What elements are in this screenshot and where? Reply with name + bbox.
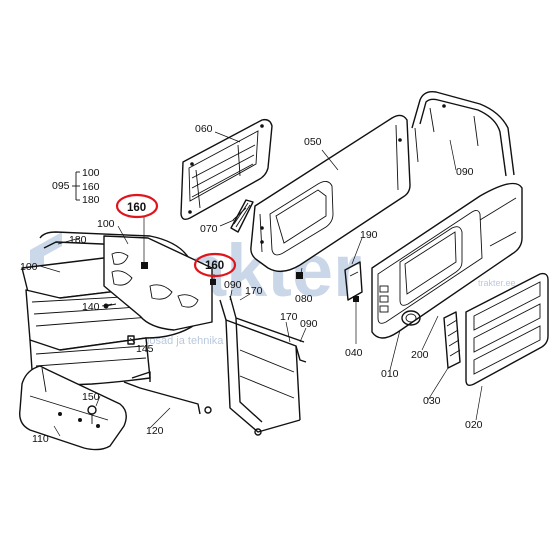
part-labels: 060 050 090 070 190 080 040 010 200 030 … — [20, 123, 483, 445]
part-010-right-panel — [371, 182, 523, 339]
part-150-fastener — [87, 405, 97, 424]
label-010: 010 — [381, 368, 399, 380]
label-160-right: 160 — [205, 260, 224, 272]
part-070-mesh — [230, 199, 254, 233]
part-080-bracket — [296, 272, 303, 279]
label-140: 140 — [82, 301, 100, 313]
label-030: 030 — [423, 395, 441, 407]
highlight-markers — [115, 193, 237, 278]
label-145: 145 — [136, 343, 154, 355]
label-070: 070 — [200, 223, 218, 235]
label-170-center: 170 — [245, 285, 263, 297]
part-190-bracket — [344, 261, 363, 301]
part-020-right-grille — [465, 272, 549, 387]
label-095: 095 — [52, 180, 70, 192]
watermark-url: trakter.ee — [478, 278, 516, 288]
group-095-bracket — [72, 171, 80, 201]
label-080: 080 — [295, 293, 313, 305]
label-group-180: 180 — [82, 194, 100, 206]
part-rear-frame — [411, 90, 515, 177]
label-060: 060 — [195, 123, 213, 135]
label-090-right: 090 — [456, 166, 474, 178]
part-050-side-panel — [250, 114, 411, 273]
label-040: 040 — [345, 347, 363, 359]
leader-lines — [39, 131, 483, 437]
label-180: 180 — [69, 234, 87, 246]
label-190: 190 — [360, 229, 378, 241]
label-170-lower: 170 — [280, 311, 298, 323]
label-090-lower: 090 — [300, 318, 318, 330]
part-110-bumper — [19, 365, 127, 451]
highlight-160-right — [193, 252, 237, 278]
label-130: 120 — [146, 425, 164, 437]
label-group-160: 160 — [82, 181, 100, 193]
label-200: 200 — [411, 349, 429, 361]
label-050: 050 — [304, 136, 322, 148]
part-120-front-plate — [103, 235, 216, 331]
part-130-rod — [123, 371, 201, 415]
part-040-clip — [353, 296, 359, 302]
part-060-grille — [180, 118, 273, 221]
part-145-clip — [127, 335, 135, 345]
part-030-mesh — [443, 311, 461, 369]
label-020: 020 — [465, 419, 483, 431]
label-110: 110 — [32, 433, 49, 445]
label-120: 100 — [97, 218, 115, 230]
label-090-center: 090 — [224, 279, 242, 291]
label-100: 100 — [20, 261, 38, 273]
part-center-frame — [204, 295, 307, 436]
highlight-160-left — [115, 193, 159, 219]
label-160-left: 160 — [127, 202, 146, 214]
label-group-100: 100 — [82, 167, 100, 179]
label-150: 150 — [82, 391, 100, 403]
